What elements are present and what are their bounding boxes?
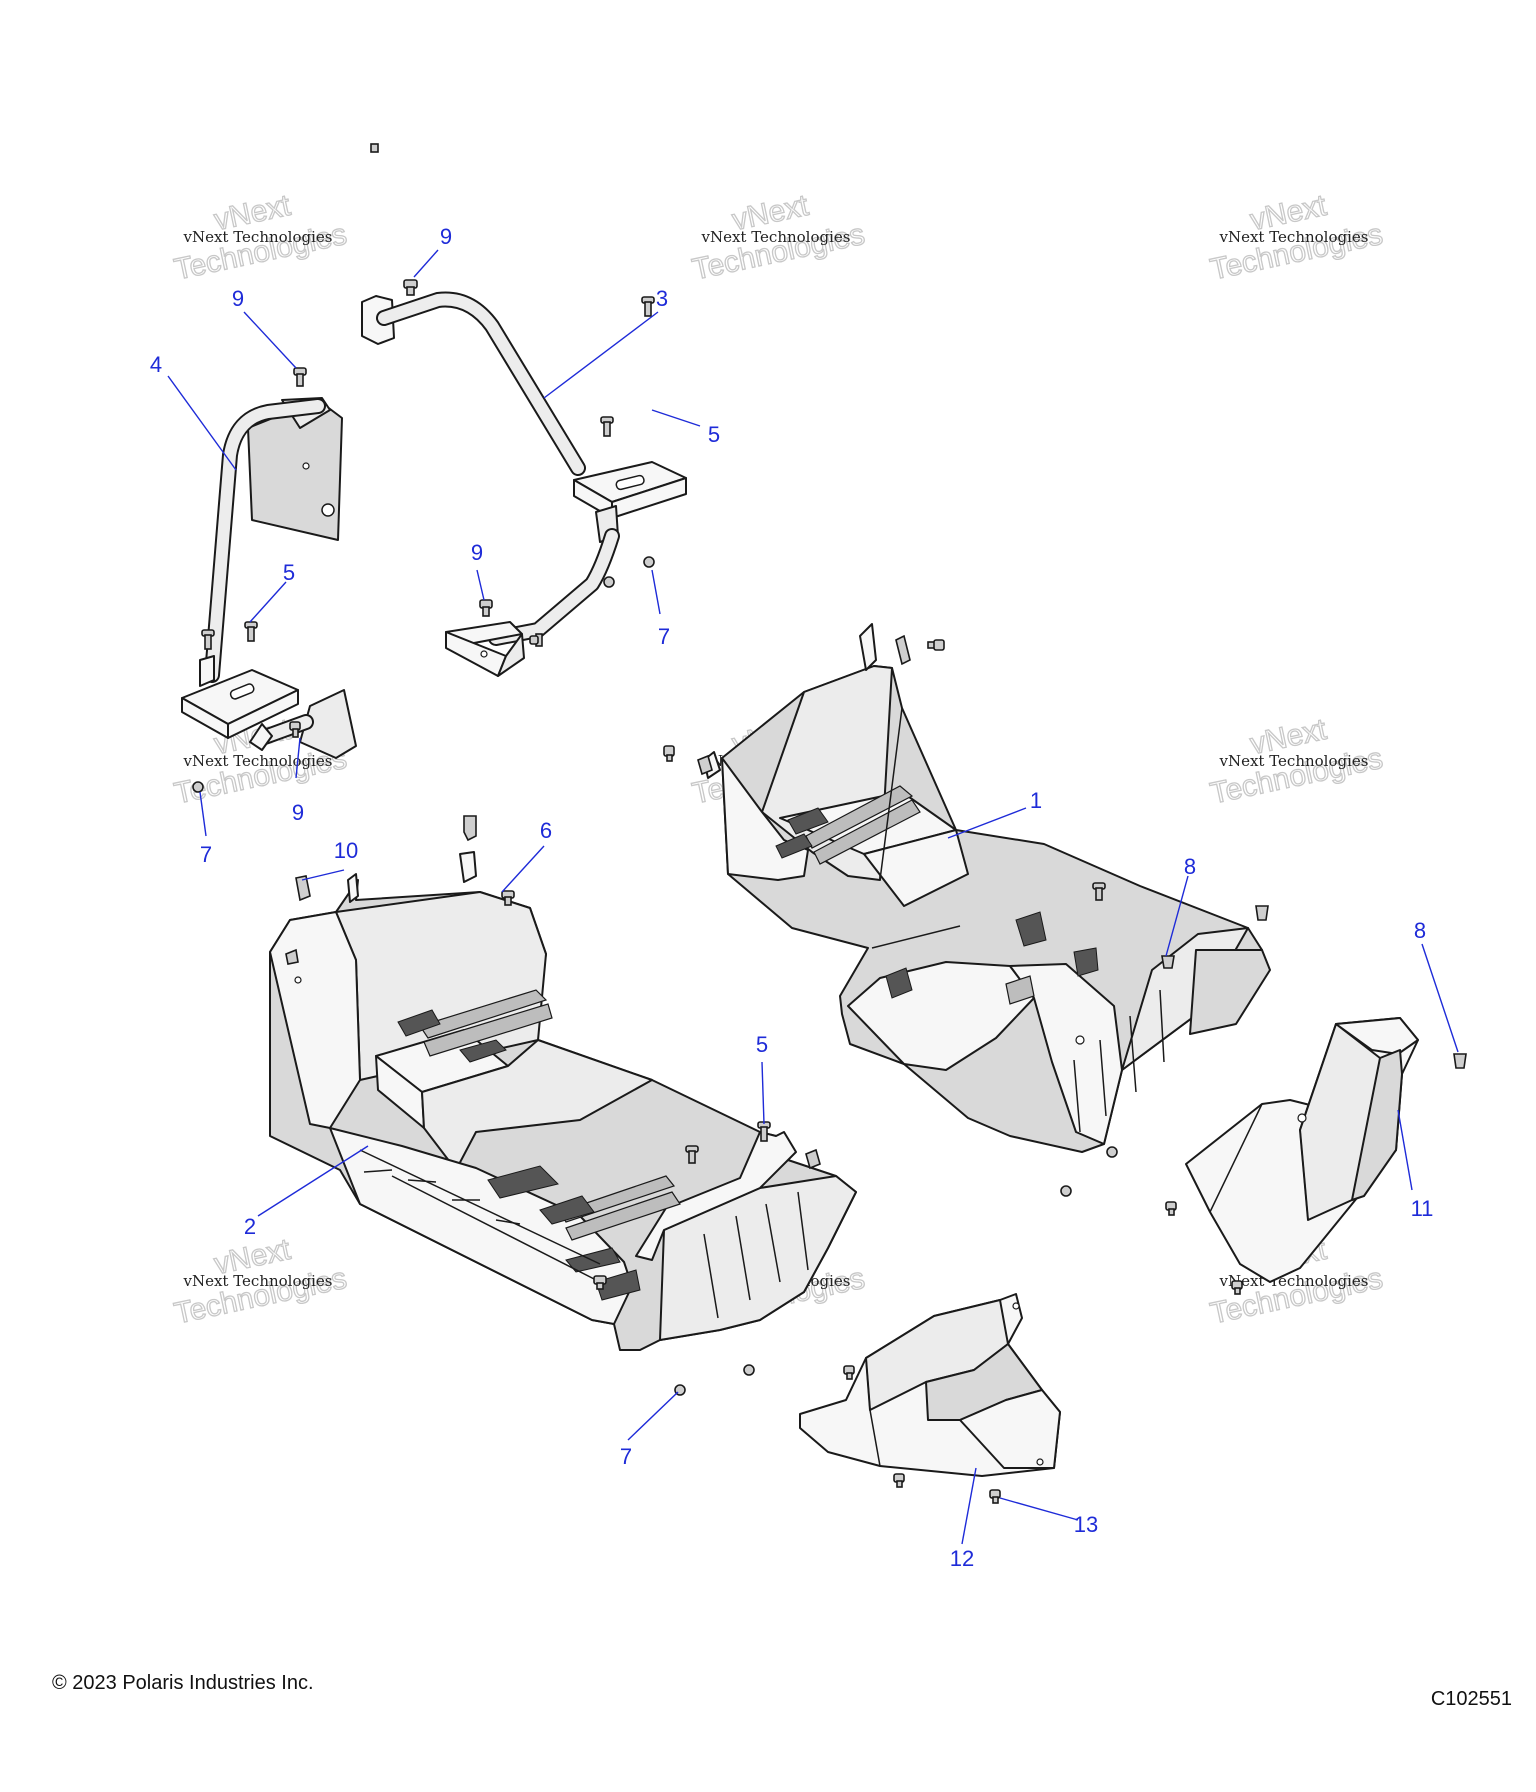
callout-12: 12 <box>950 1546 974 1571</box>
bolt-icon <box>593 1275 607 1290</box>
callout-7: 7 <box>620 1444 632 1469</box>
callout-2: 2 <box>244 1214 256 1239</box>
callout-9: 9 <box>232 286 244 311</box>
callout-8: 8 <box>1184 854 1196 879</box>
callout-7: 7 <box>658 624 670 649</box>
bolt-icon <box>927 639 945 651</box>
callout-10: 10 <box>334 838 358 863</box>
watermark-text: vNext Technologies <box>1218 1272 1368 1290</box>
callout-13: 13 <box>1074 1512 1098 1537</box>
bolt-icon <box>479 599 493 617</box>
nut-icon <box>603 576 615 588</box>
bolt-icon <box>289 721 301 738</box>
bolt-icon <box>293 367 307 387</box>
bolt-icon <box>1165 1201 1177 1216</box>
left-grab-bar-part-4 <box>181 397 357 759</box>
bolt-icon <box>843 1365 855 1380</box>
callout-11: 11 <box>1411 1196 1434 1221</box>
callout-7: 7 <box>200 842 212 867</box>
watermark-text: vNext Technologies <box>1218 752 1368 770</box>
callout-6: 6 <box>540 818 552 843</box>
copyright-notice: © 2023 Polaris Industries Inc. <box>52 1672 314 1694</box>
clip-icon <box>895 634 911 666</box>
callout-4: 4 <box>150 352 162 377</box>
nut-icon <box>1106 1146 1118 1158</box>
figure-id: C102551 <box>1430 1688 1512 1710</box>
bolt-icon <box>989 1489 1001 1504</box>
clip-icon <box>1161 955 1175 969</box>
nut-icon <box>192 781 204 793</box>
left-floor-part-2 <box>269 851 857 1351</box>
bolt-icon <box>663 745 675 762</box>
nut-icon <box>370 143 379 153</box>
right-guard-part-11 <box>1185 1017 1419 1283</box>
bolt-icon <box>1092 882 1106 901</box>
bolt-icon <box>1231 1280 1243 1295</box>
bolt-icon <box>529 633 543 647</box>
clip-icon <box>1453 1053 1467 1069</box>
bolt-icon <box>501 890 515 906</box>
clip-icon <box>697 754 713 776</box>
callout-3: 3 <box>656 286 668 311</box>
watermark-text: vNext Technologies <box>182 1272 332 1290</box>
watermark-text: vNext Technologies <box>182 752 332 770</box>
callout-5: 5 <box>756 1032 768 1057</box>
bolt-icon <box>244 621 258 642</box>
right-floor-part-1 <box>703 623 1271 1153</box>
callout-labels: 9 9 3 4 5 5 9 7 9 7 1 8 8 6 10 5 2 11 7 … <box>150 224 1434 1571</box>
callout-9: 9 <box>292 800 304 825</box>
watermark-text: vNext Technologies <box>700 228 850 246</box>
bolt-icon <box>403 279 418 296</box>
callout-1: 1 <box>1030 788 1042 813</box>
clip-icon <box>805 1148 821 1170</box>
callout-5: 5 <box>708 422 720 447</box>
watermark-text: vNext Technologies <box>1218 228 1368 246</box>
callout-9: 9 <box>440 224 452 249</box>
clip-icon <box>463 815 477 842</box>
watermark-text: vNext Technologies <box>182 228 332 246</box>
bolt-icon <box>641 296 655 317</box>
clip-icon <box>1255 905 1269 921</box>
leader-lines <box>167 249 1459 1545</box>
nut-icon <box>643 556 655 568</box>
bolt-icon <box>685 1145 699 1164</box>
nut-icon <box>1060 1185 1072 1197</box>
bolt-icon <box>600 416 614 437</box>
bolt-icon <box>201 629 215 650</box>
callout-8: 8 <box>1414 918 1426 943</box>
center-grab-bar-part-3 <box>361 291 687 677</box>
bolt-icon <box>893 1473 905 1488</box>
clip-icon <box>285 948 299 965</box>
nut-icon <box>743 1364 755 1376</box>
lower-guard-part-12 <box>799 1293 1061 1477</box>
callout-9: 9 <box>471 540 483 565</box>
callout-5: 5 <box>283 560 295 585</box>
clip-icon <box>295 875 311 902</box>
